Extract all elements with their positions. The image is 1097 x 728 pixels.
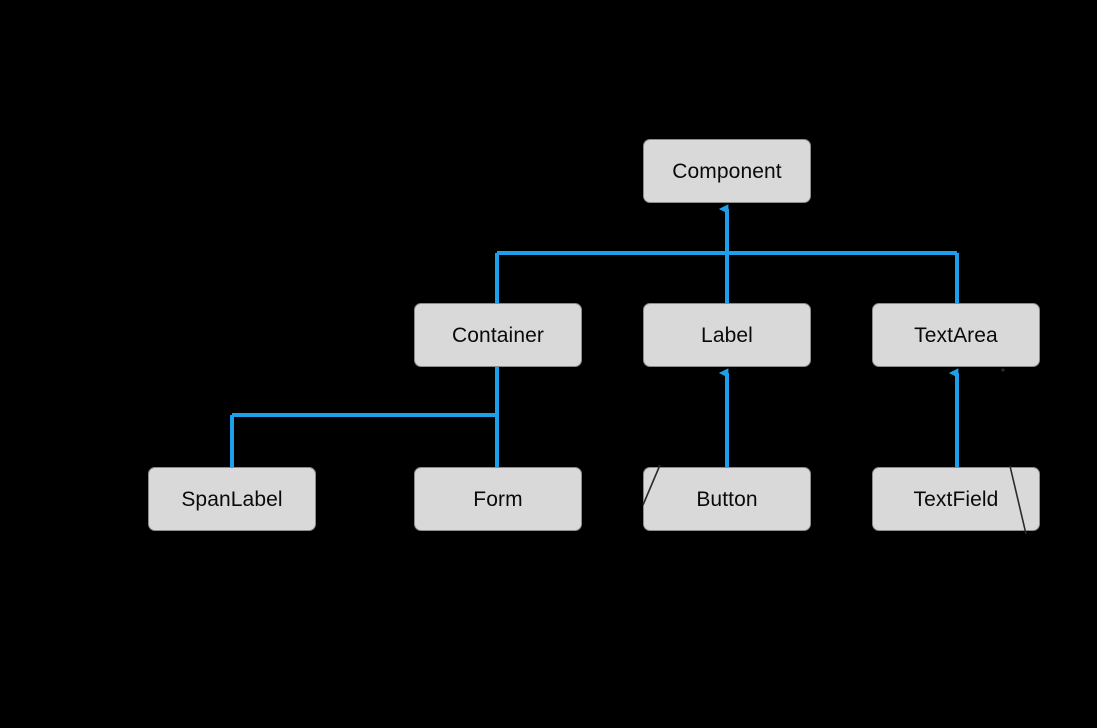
node-textarea-label: TextArea	[914, 323, 998, 347]
node-form-label: Form	[473, 487, 523, 511]
node-button[interactable]: Button	[643, 467, 811, 531]
node-container-label: Container	[452, 323, 544, 347]
node-button-label: Button	[696, 487, 758, 511]
node-label[interactable]: Label	[643, 303, 811, 367]
node-textarea[interactable]: TextArea	[872, 303, 1040, 367]
node-spanlabel-label: SpanLabel	[181, 487, 283, 511]
edge-group-container-children	[230, 367, 499, 467]
node-form[interactable]: Form	[414, 467, 582, 531]
node-component-label: Component	[672, 159, 782, 183]
node-textfield[interactable]: TextField	[872, 467, 1040, 531]
node-component[interactable]: Component	[643, 139, 811, 203]
node-textfield-label: TextField	[913, 487, 999, 511]
node-container[interactable]: Container	[414, 303, 582, 367]
edge-group-component-children	[495, 204, 959, 303]
node-spanlabel[interactable]: SpanLabel	[148, 467, 316, 531]
node-label-label: Label	[701, 323, 753, 347]
